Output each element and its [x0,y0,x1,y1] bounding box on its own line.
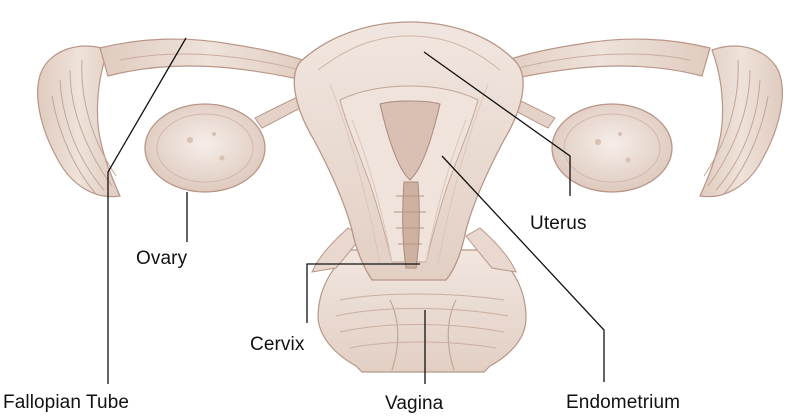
left-ovary [145,104,265,192]
label-vagina: Vagina [385,394,443,413]
leader-fallopian-tube [108,38,186,384]
label-fallopian-tube: Fallopian Tube [3,393,129,412]
label-cervix: Cervix [250,335,304,354]
label-ovary: Ovary [136,249,187,268]
right-fimbriae [700,46,782,197]
label-uterus: Uterus [530,214,587,233]
label-endometrium: Endometrium [566,393,680,412]
